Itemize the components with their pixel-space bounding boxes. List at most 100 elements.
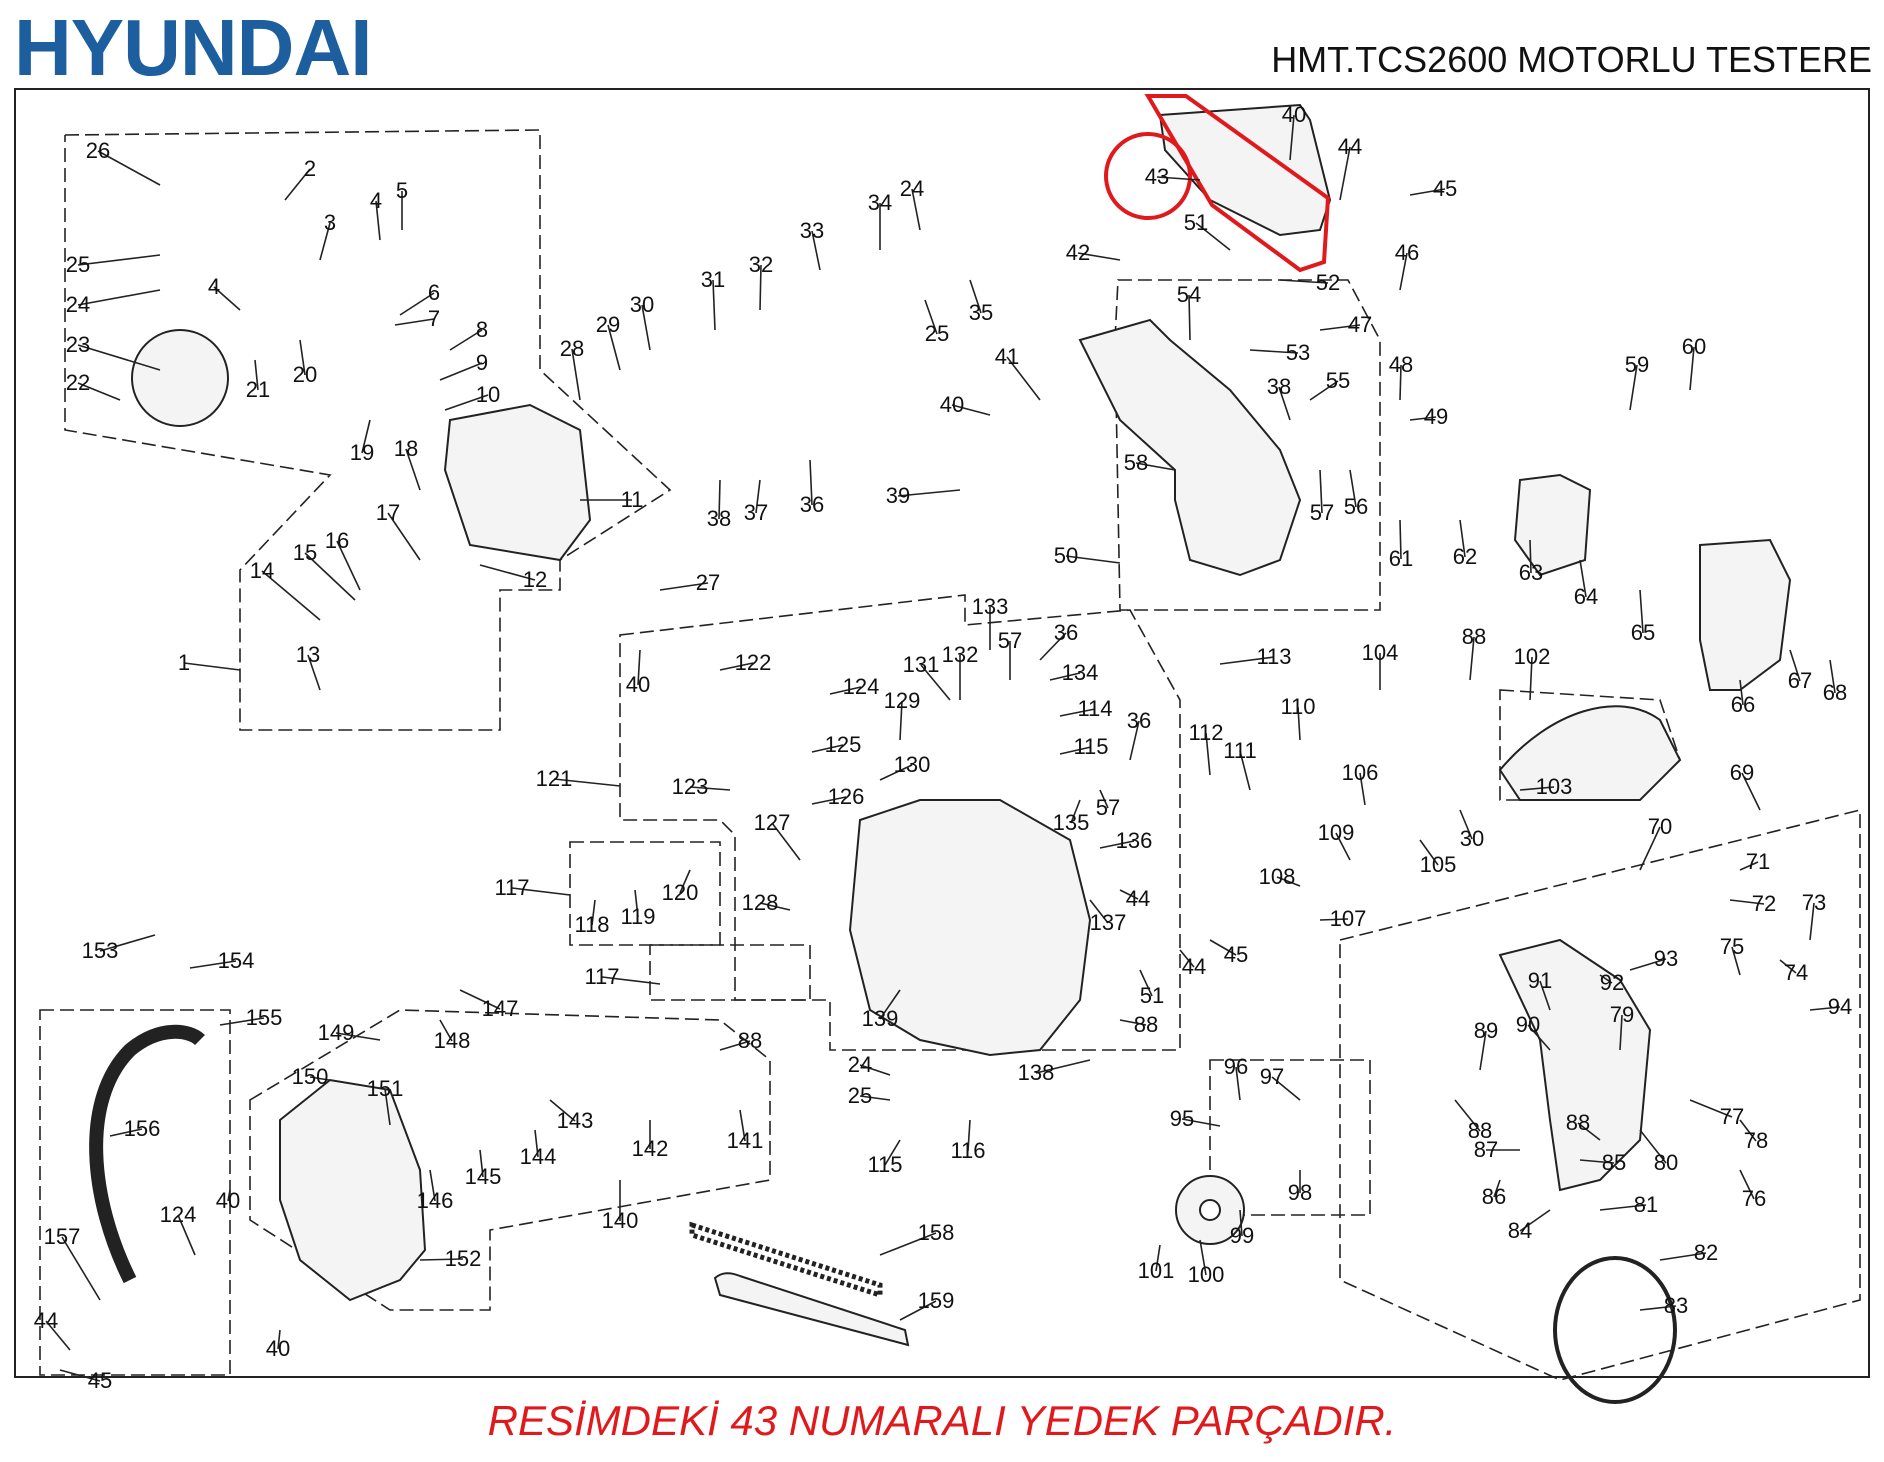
cylinder-drawing [443, 403, 592, 562]
part-label-152: 152 [445, 1246, 482, 1271]
leader-line-83 [1639, 1305, 1677, 1311]
leader-line-143 [549, 1099, 576, 1122]
leader-line-101 [1155, 1244, 1161, 1272]
leader-line-108 [1276, 876, 1301, 887]
leader-line-127 [771, 822, 801, 861]
part-label-90: 90 [1516, 1012, 1540, 1037]
leader-line-36a [809, 459, 813, 506]
part-label-52: 52 [1316, 270, 1340, 295]
leader-line-82 [1659, 1252, 1707, 1261]
leader-line-70 [1639, 826, 1661, 871]
part-label-140: 140 [602, 1208, 639, 1233]
leader-line-141 [739, 1109, 746, 1142]
part-label-96: 96 [1224, 1054, 1248, 1079]
leader-line-44a [1339, 146, 1351, 201]
leader-line-111 [1239, 750, 1251, 791]
leader-line-148 [439, 1019, 453, 1042]
part-label-82: 82 [1694, 1240, 1718, 1265]
part-label-122: 122 [735, 650, 772, 675]
sprocket-cover-drawing [1498, 938, 1652, 1192]
part-label-45b: 45 [1224, 942, 1248, 967]
part-label-138: 138 [1018, 1060, 1055, 1085]
leader-line-99 [1239, 1209, 1243, 1237]
group-outline-engine [64, 129, 672, 731]
group-outline-handle [1114, 279, 1381, 611]
part-label-110: 110 [1280, 694, 1315, 719]
part-label-14: 14 [250, 558, 274, 583]
part-label-25: 25 [66, 252, 90, 277]
leader-line-136 [1099, 840, 1135, 849]
flywheel-drawing [131, 329, 229, 427]
part-label-45a: 45 [1433, 176, 1457, 201]
leader-line-7 [394, 318, 435, 326]
leader-line-46 [1399, 252, 1408, 291]
part-label-70: 70 [1648, 814, 1672, 839]
leader-line-13 [307, 654, 321, 691]
part-label-134: 134 [1062, 660, 1099, 685]
part-label-2: 2 [304, 156, 316, 181]
part-label-9: 9 [476, 350, 488, 375]
leader-line-9 [439, 362, 483, 381]
part-label-4a: 4 [370, 188, 382, 213]
part-label-116: 116 [950, 1138, 985, 1163]
part-label-43: 43 [1145, 164, 1169, 189]
leader-line-6 [399, 292, 435, 316]
part-label-109: 109 [1318, 820, 1355, 845]
leader-line-25b [924, 299, 938, 335]
part-label-22: 22 [66, 370, 90, 395]
leader-line-88a [1454, 1099, 1481, 1132]
leader-line-51b [1139, 969, 1153, 997]
part-label-27: 27 [696, 570, 720, 595]
leader-line-118 [591, 899, 596, 926]
leader-line-2 [284, 168, 311, 201]
leader-line-123 [689, 786, 731, 791]
part-label-36a: 36 [800, 492, 824, 517]
part-label-80: 80 [1654, 1150, 1678, 1175]
leader-line-96 [1235, 1066, 1241, 1101]
part-label-8: 8 [476, 317, 488, 342]
leader-line-1 [183, 662, 241, 671]
leader-line-61 [1399, 519, 1402, 560]
leader-line-139 [879, 989, 901, 1020]
part-label-10: 10 [476, 382, 500, 407]
part-label-91: 91 [1528, 968, 1552, 993]
part-label-123: 123 [672, 774, 709, 799]
part-label-149: 149 [318, 1020, 355, 1045]
part-label-40c: 40 [626, 672, 650, 697]
part-label-62: 62 [1453, 544, 1477, 569]
part-label-24b: 24 [900, 176, 924, 201]
leader-line-57a [1319, 469, 1323, 514]
part-label-1: 1 [178, 650, 190, 675]
part-label-50: 50 [1054, 543, 1078, 568]
leader-line-129 [899, 700, 903, 741]
part-label-25b: 25 [925, 321, 949, 346]
leader-line-152 [419, 1258, 464, 1261]
leader-line-109 [1335, 832, 1351, 861]
part-label-79: 79 [1610, 1002, 1634, 1027]
part-label-139: 139 [862, 1006, 899, 1031]
part-label-30a: 30 [630, 292, 654, 317]
leader-line-95 [1181, 1118, 1221, 1127]
fuel-tank-handle-drawing [1078, 318, 1302, 577]
part-label-124b: 124 [160, 1202, 197, 1227]
part-label-20: 20 [293, 362, 317, 387]
leader-line-73 [1809, 902, 1815, 941]
leader-line-31 [712, 279, 716, 331]
leader-line-117b [601, 976, 661, 985]
diagram-frame [14, 88, 1870, 1378]
leader-line-122 [719, 662, 754, 671]
leader-line-12 [479, 564, 536, 581]
leader-line-119 [634, 889, 639, 918]
part-label-146: 146 [417, 1188, 454, 1213]
brake-band-drawing [1553, 1256, 1677, 1404]
leader-line-130 [879, 764, 913, 781]
leader-line-40e [277, 1329, 281, 1350]
leader-line-43 [1156, 176, 1201, 181]
part-label-15: 15 [293, 540, 317, 565]
part-label-76: 76 [1742, 1186, 1766, 1211]
leader-line-144 [534, 1129, 539, 1158]
part-label-53: 53 [1286, 340, 1310, 365]
leader-line-28 [571, 348, 581, 401]
leader-line-24c [859, 1064, 891, 1076]
leader-line-37 [755, 479, 761, 514]
